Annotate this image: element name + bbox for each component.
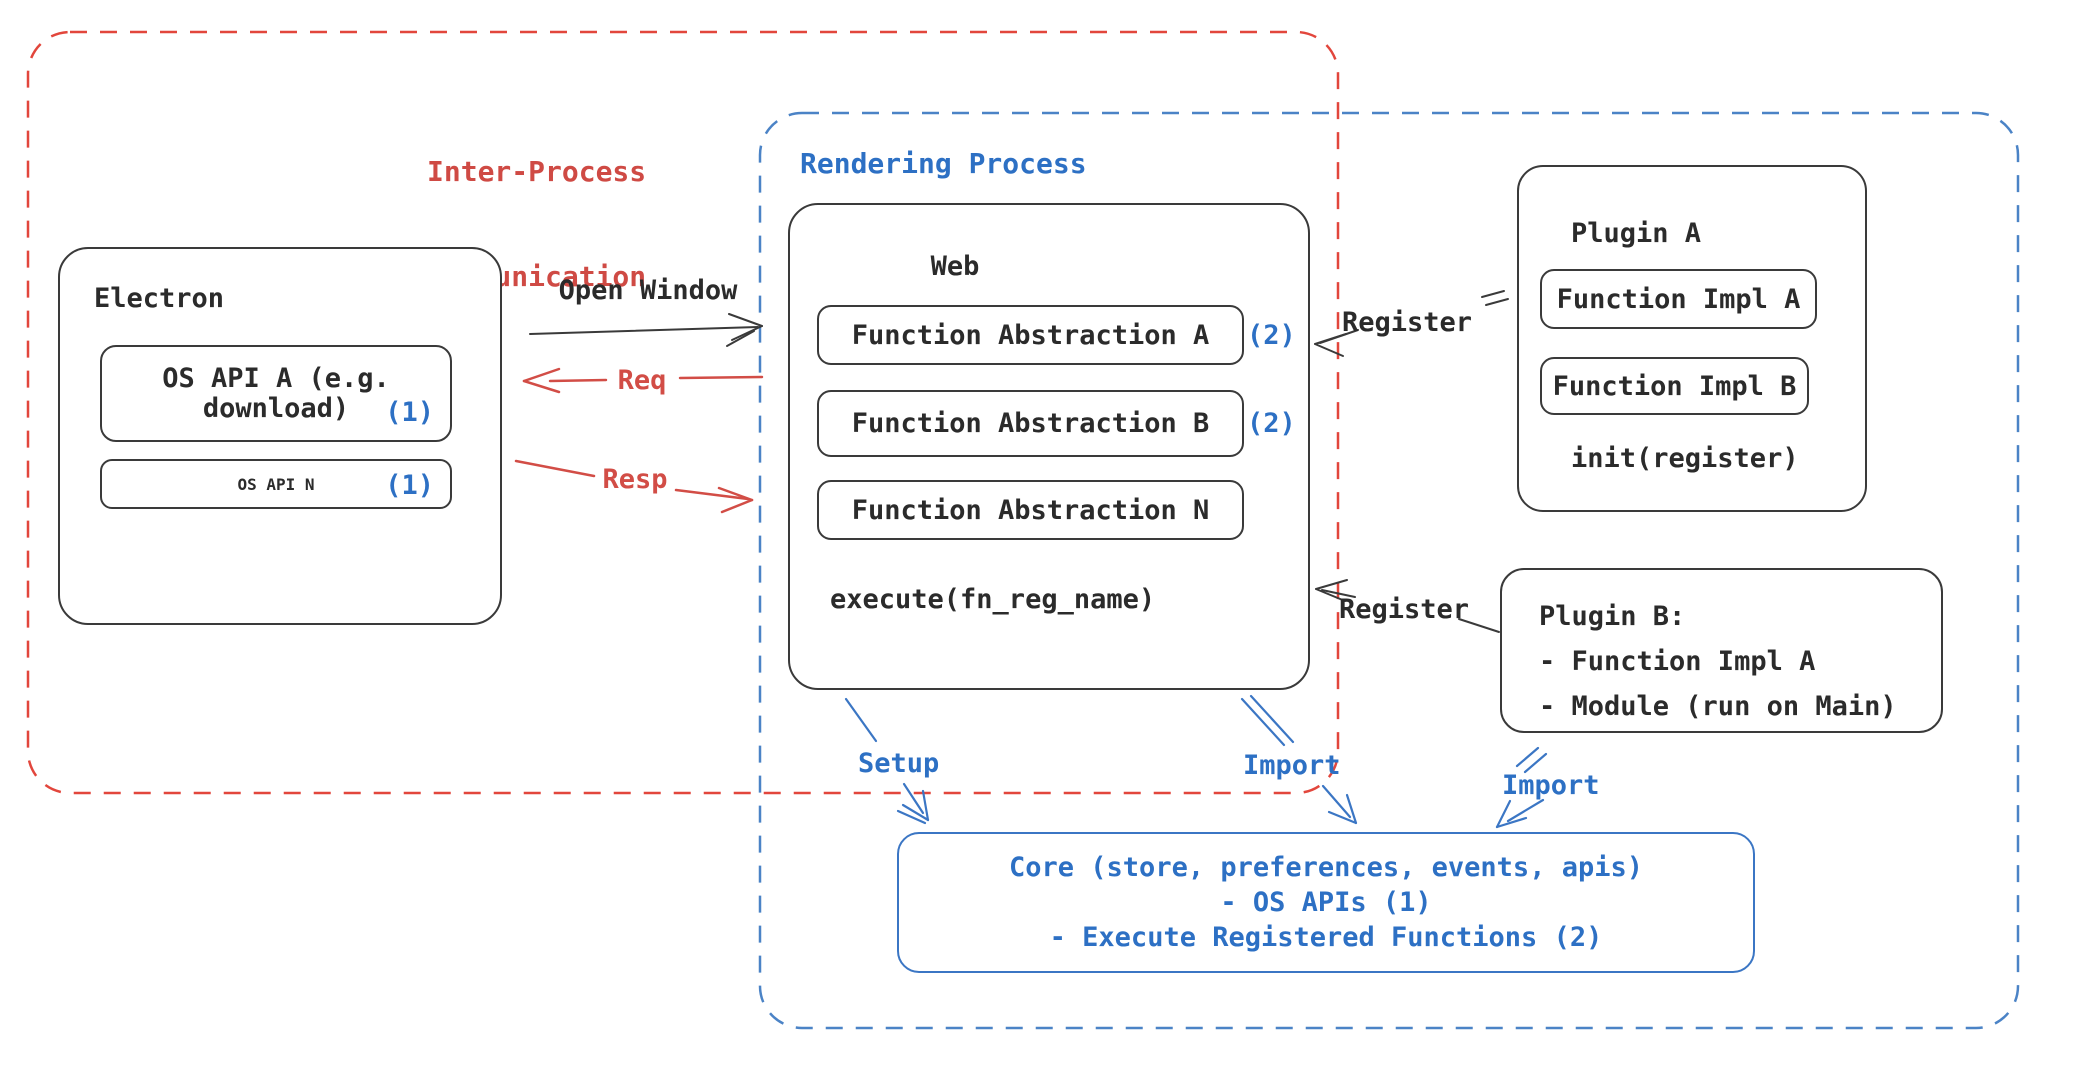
plugin-b-module-item: - Module (run on Main) [1539,691,1897,722]
os-api-n-label: OS API N [237,474,315,494]
core-title: Core (store, preferences, events, apis) [1009,852,1643,883]
function-abstraction-n-node: Function Abstraction N [817,480,1244,540]
os-api-n-badge: (1) [385,470,434,501]
resp-arrow [514,459,754,514]
os-api-a-badge: (1) [385,397,434,428]
web-node: Web Function Abstraction A Function Abst… [788,203,1310,690]
ipc-label-line1: Inter-Process [427,155,647,188]
req-arrow-label: Req [617,365,667,396]
setup-arrow [844,697,930,825]
ipc-dashed-frame [26,30,1340,795]
os-api-n-node: OS API N (1) [100,459,452,509]
core-node: Core (store, preferences, events, apis) … [897,832,1755,973]
core-execute-item: - Execute Registered Functions (2) [1049,922,1603,953]
core-os-apis-item: - OS APIs (1) [1220,887,1432,918]
open-window-arrow-label: Open Window [558,275,738,306]
electron-title: Electron [94,283,225,314]
register-bottom-arrow-label: Register [1339,594,1470,625]
import-plugin-arrow-label: Import [1502,770,1600,801]
plugin-a-title: Plugin A [1571,218,1702,249]
web-title: Web [930,251,980,282]
rendering-dashed-frame [758,111,2020,1030]
function-abstraction-a-badge: (2) [1247,320,1296,351]
function-abstraction-b-badge: (2) [1247,408,1296,439]
function-impl-b-node: Function Impl B [1540,357,1809,415]
import-web-arrow-label: Import [1243,750,1341,781]
init-register-label: init(register) [1571,443,1799,474]
open-window-arrow [529,313,763,347]
req-arrow [522,367,764,394]
os-api-a-line2: download) [202,392,350,424]
setup-arrow-label: Setup [858,748,940,779]
function-abstraction-a-node: Function Abstraction A [817,305,1244,365]
function-impl-a-node: Function Impl A [1540,269,1817,329]
import-plugin-arrow [1495,746,1548,829]
electron-node: Electron OS API A (e.g. download) (1) OS… [58,247,502,625]
plugin-b-node: Plugin B: - Function Impl A - Module (ru… [1500,568,1943,733]
execute-label: execute(fn_reg_name) [830,584,1156,615]
plugin-b-impl-a-item: - Function Impl A [1539,646,1816,677]
register-top-arrow-label: Register [1342,307,1473,338]
function-abstraction-b-node: Function Abstraction B [817,390,1244,457]
register-bottom-arrow [1315,579,1500,633]
os-api-a-node: OS API A (e.g. download) (1) [100,345,452,442]
import-web-arrow [1240,694,1358,825]
resp-arrow-label: Resp [602,464,668,495]
os-api-a-line1: OS API A (e.g. [162,362,390,394]
rendering-region-label: Rendering Process [800,147,1087,180]
plugin-b-title: Plugin B: [1539,601,1686,632]
plugin-a-node: Plugin A Function Impl A Function Impl B… [1517,165,1867,512]
register-top-arrow [1314,290,1509,357]
